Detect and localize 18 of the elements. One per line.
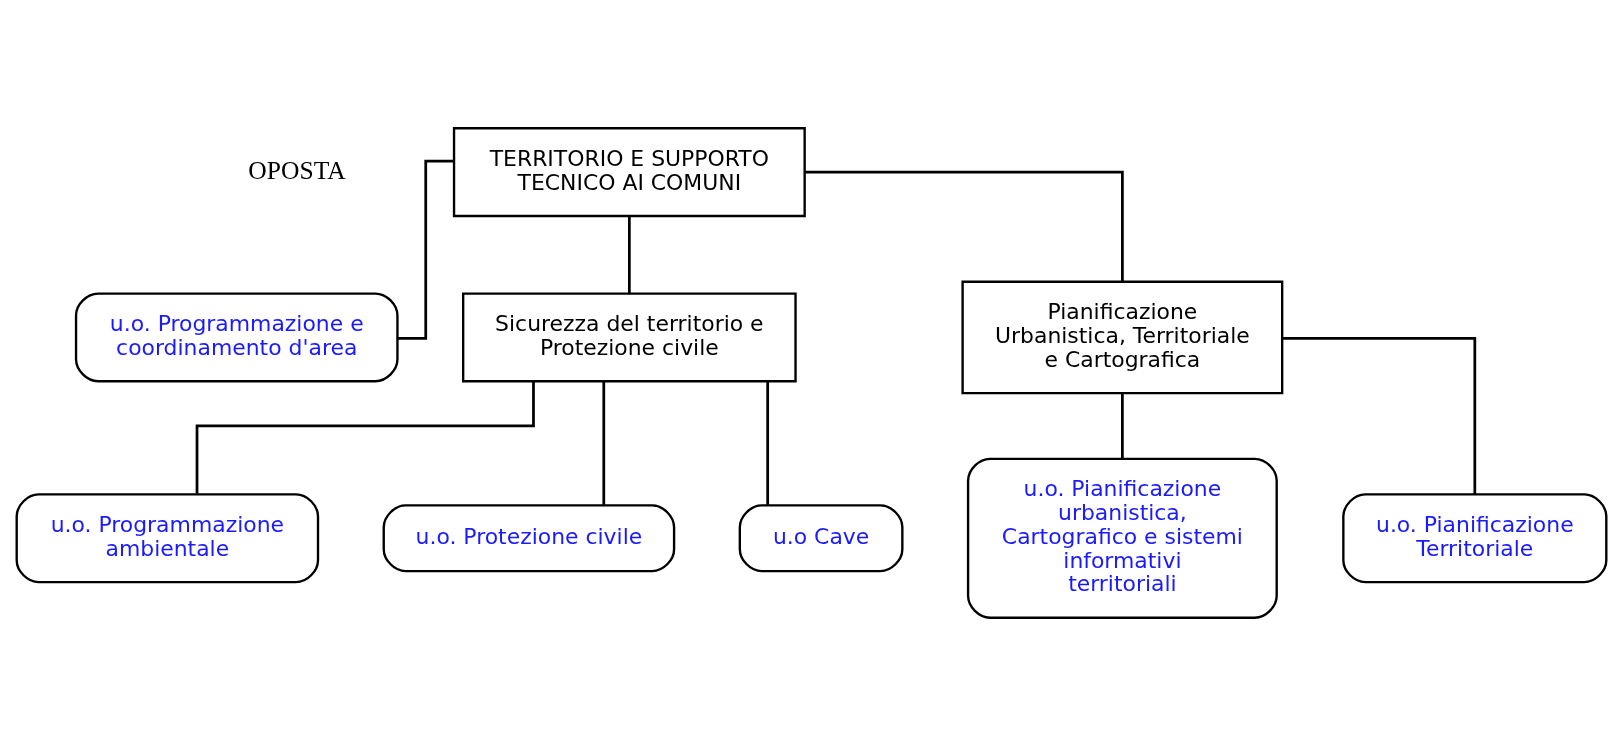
- connector: [805, 170, 1124, 282]
- node-box: Sicurezza del territorio e Protezione civile: [462, 292, 797, 383]
- node-box: u.o. Programmazione ambientale: [15, 493, 320, 584]
- connector: [766, 381, 770, 505]
- connector: [628, 216, 631, 294]
- connector: [1121, 393, 1124, 459]
- node-box: u.o. Pianificazione Territoriale: [1342, 493, 1608, 584]
- node-box: u.o. Pianificazione urbanistica, Cartografico e sistemi informativi territoriali: [966, 457, 1278, 619]
- node-box: u.o. Protezione civile: [382, 504, 676, 573]
- node-box: Pianificazione Urbanistica, Territoriale e Cartografica: [961, 280, 1284, 395]
- node-box: u.o Cave: [738, 504, 904, 573]
- label: OPOSTA: [248, 155, 346, 185]
- connector: [397, 159, 454, 340]
- node-box: u.o. Programmazione e coordinamento d'area: [74, 292, 399, 383]
- node-box: TERRITORIO E SUPPORTO TECNICO AI COMUNI: [452, 127, 806, 218]
- connector: [602, 381, 606, 505]
- connector: [1282, 336, 1477, 495]
- connector: [195, 381, 535, 494]
